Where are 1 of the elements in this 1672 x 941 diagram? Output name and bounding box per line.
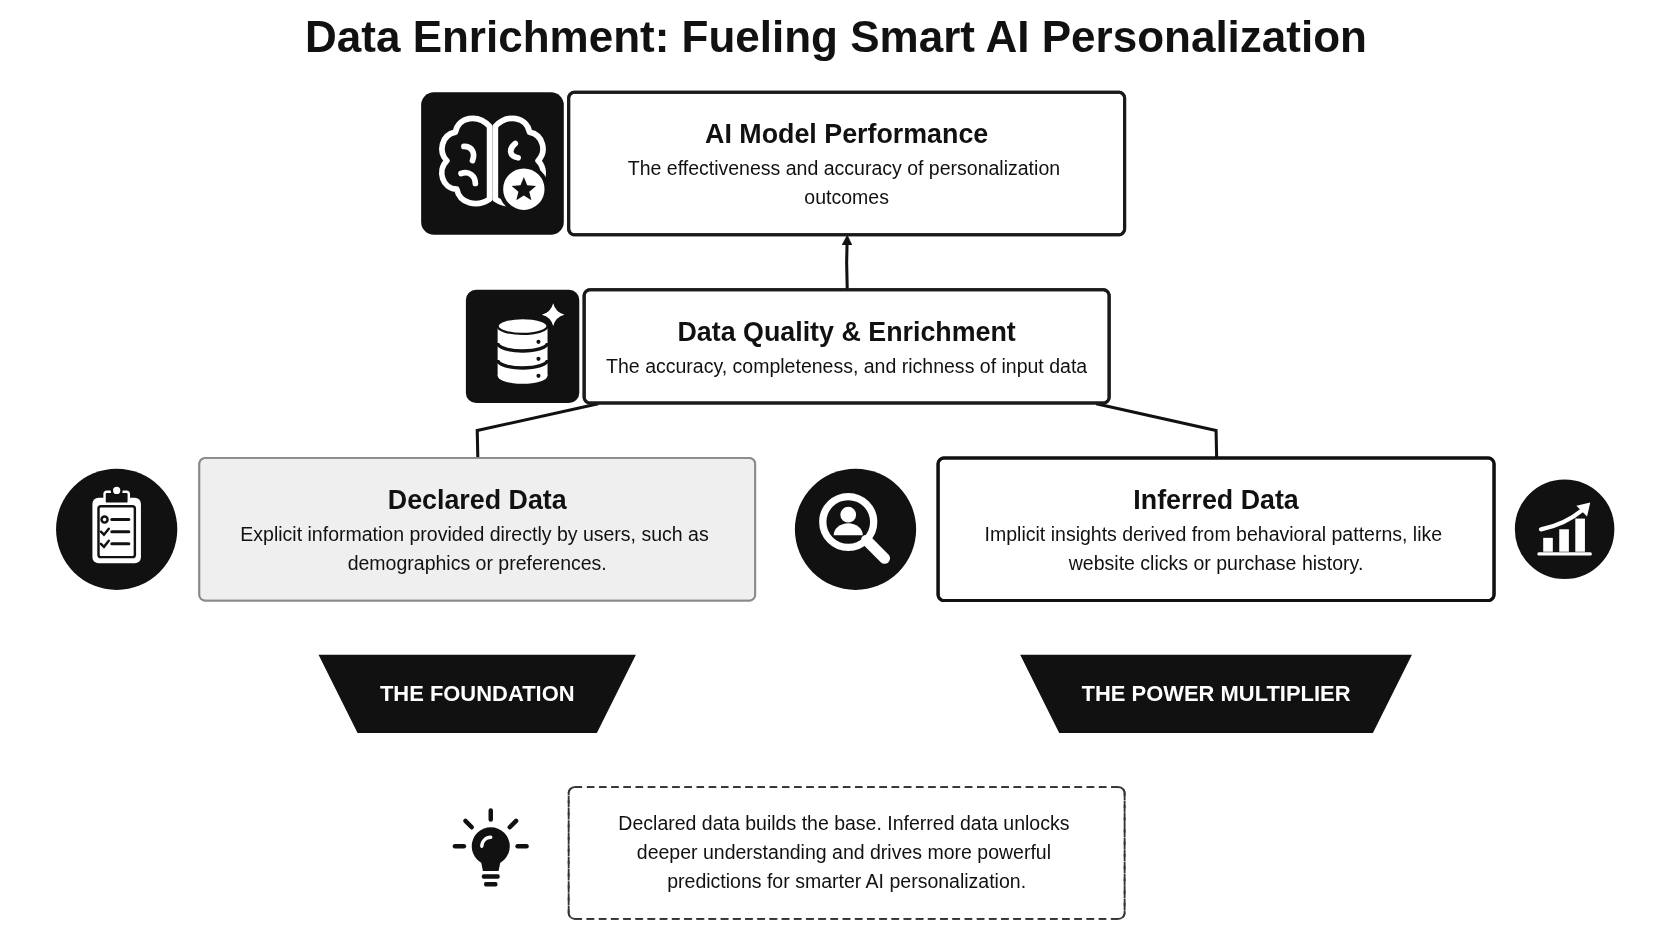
title: Data Enrichment: Fueling Smart AI Personalization [305,12,1367,62]
